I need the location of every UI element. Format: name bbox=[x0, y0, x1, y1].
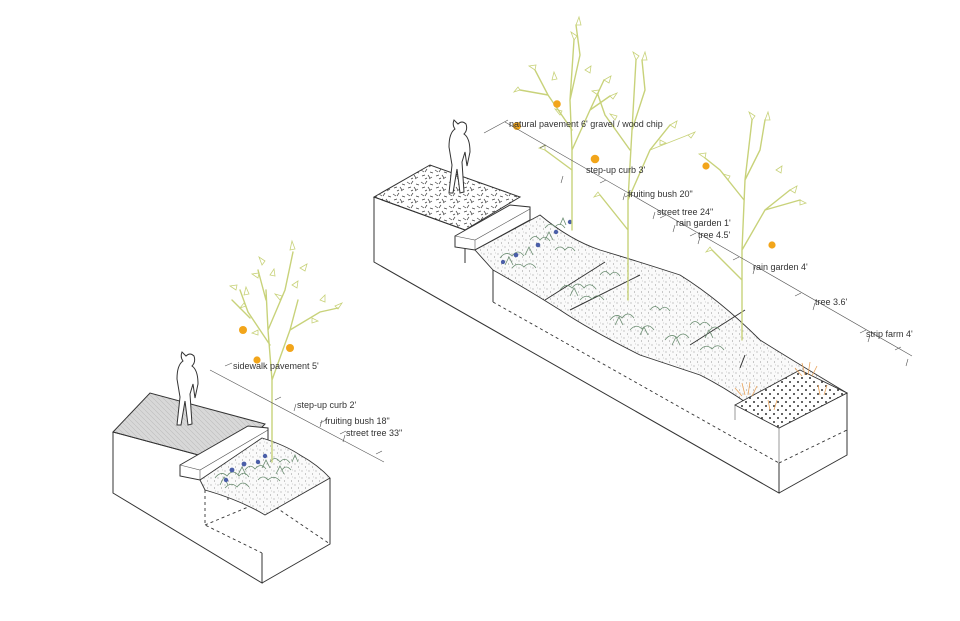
right-street-tree-2 bbox=[590, 50, 697, 301]
label-rain-garden-2: rain garden 4' bbox=[753, 262, 808, 272]
right-fruiting-bushes bbox=[499, 216, 576, 269]
right-dimension-lines bbox=[483, 119, 913, 367]
label-tree-1: tree 4.5' bbox=[698, 230, 731, 240]
left-dimension-lines bbox=[209, 362, 385, 463]
strip-farm-bed bbox=[734, 369, 849, 429]
left-fruiting-bush bbox=[214, 453, 299, 489]
right-pedestrian-figure bbox=[448, 119, 471, 194]
label-step-up-curb-right: step-up curb 3' bbox=[586, 165, 646, 175]
left-section: sidewalk pavement 5' step-up curb 2' fru… bbox=[112, 239, 402, 584]
label-step-up-curb-left: step-up curb 2' bbox=[297, 400, 357, 410]
label-tree-2: tree 3.6' bbox=[815, 297, 848, 307]
left-pedestrian-figure bbox=[176, 351, 199, 426]
left-planting-bed bbox=[199, 437, 331, 516]
right-tree-3 bbox=[697, 110, 808, 341]
label-natural-pavement: natural pavement 6' gravel / wood chip bbox=[509, 119, 663, 129]
left-street-tree bbox=[228, 239, 344, 463]
label-rain-garden-1: rain garden 1' bbox=[676, 218, 731, 228]
right-box-outline bbox=[373, 196, 848, 494]
right-rain-garden-plants bbox=[559, 271, 725, 351]
right-street-tree-1 bbox=[512, 15, 619, 231]
label-fruiting-bush-right: fruiting bush 20" bbox=[628, 189, 693, 199]
label-fruiting-bush-left: fruiting bush 18" bbox=[325, 416, 390, 426]
label-street-tree-left: street tree 33" bbox=[346, 428, 402, 438]
label-street-tree-right: street tree 24" bbox=[657, 207, 713, 217]
left-box-hidden-edges bbox=[204, 490, 331, 554]
right-box-hidden-edges bbox=[492, 301, 848, 464]
label-strip-farm: strip farm 4' bbox=[866, 329, 913, 339]
label-sidewalk-pavement: sidewalk pavement 5' bbox=[233, 361, 319, 371]
right-section: natural pavement 6' gravel / wood chip s… bbox=[372, 15, 913, 494]
strip-farm-plants bbox=[734, 361, 828, 411]
